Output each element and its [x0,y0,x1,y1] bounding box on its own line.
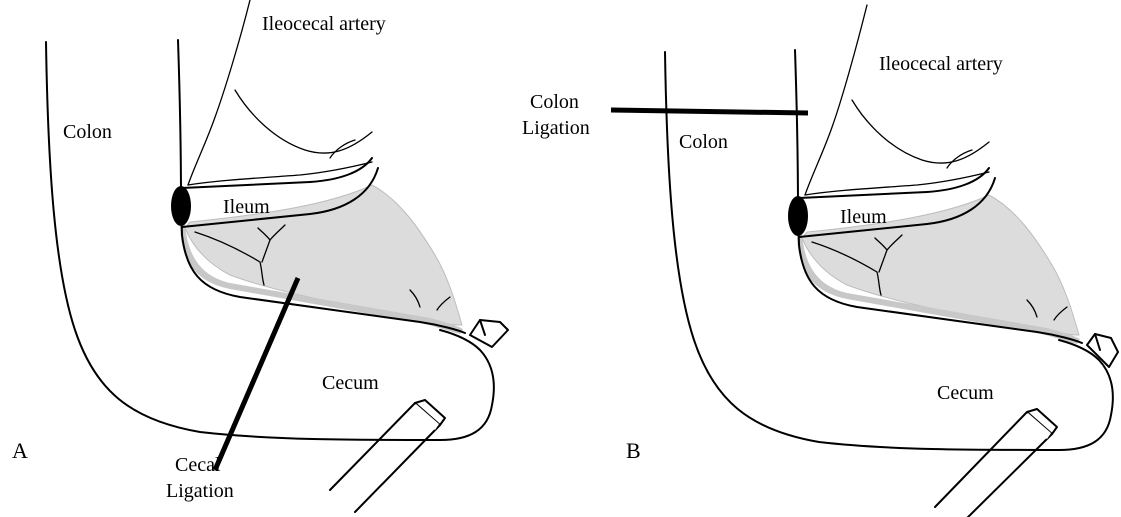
panel-letter-b: B [626,438,641,463]
appendix-tab-b [1087,334,1118,367]
probe-b [935,409,1057,517]
label-colon-a: Colon [63,121,112,143]
label-ileocecal-artery-b: Ileocecal artery [879,53,1003,75]
label-ligation-line2-a: Ligation [166,480,234,502]
ileocecal-junction-b [788,196,808,236]
ileocecal-junction-a [171,186,191,226]
label-ligation-line1-b: Colon [530,91,579,113]
probe-a [330,400,445,512]
label-ileocecal-artery-a: Ileocecal artery [262,13,386,35]
cecal-ligation-line [215,278,298,470]
colon-ligation-line [611,110,808,113]
ileocecal-artery-b [805,5,867,195]
panel-a: Ileocecal artery Colon Ileum Cecum Cecal… [12,0,508,512]
label-ligation-line2-b: Ligation [522,117,590,139]
label-colon-b: Colon [679,131,728,153]
ileocecal-artery-a [188,0,250,185]
label-ileum-a: Ileum [223,196,270,218]
label-ligation-line1-a: Cecal [175,454,221,476]
appendix-tab-a [470,320,508,347]
label-cecum-b: Cecum [937,382,994,404]
label-ileum-b: Ileum [840,206,887,228]
panel-b: Ileocecal artery Colon Ileum Cecum Colon… [522,5,1118,517]
panel-letter-a: A [12,438,28,463]
label-cecum-a: Cecum [322,372,379,394]
